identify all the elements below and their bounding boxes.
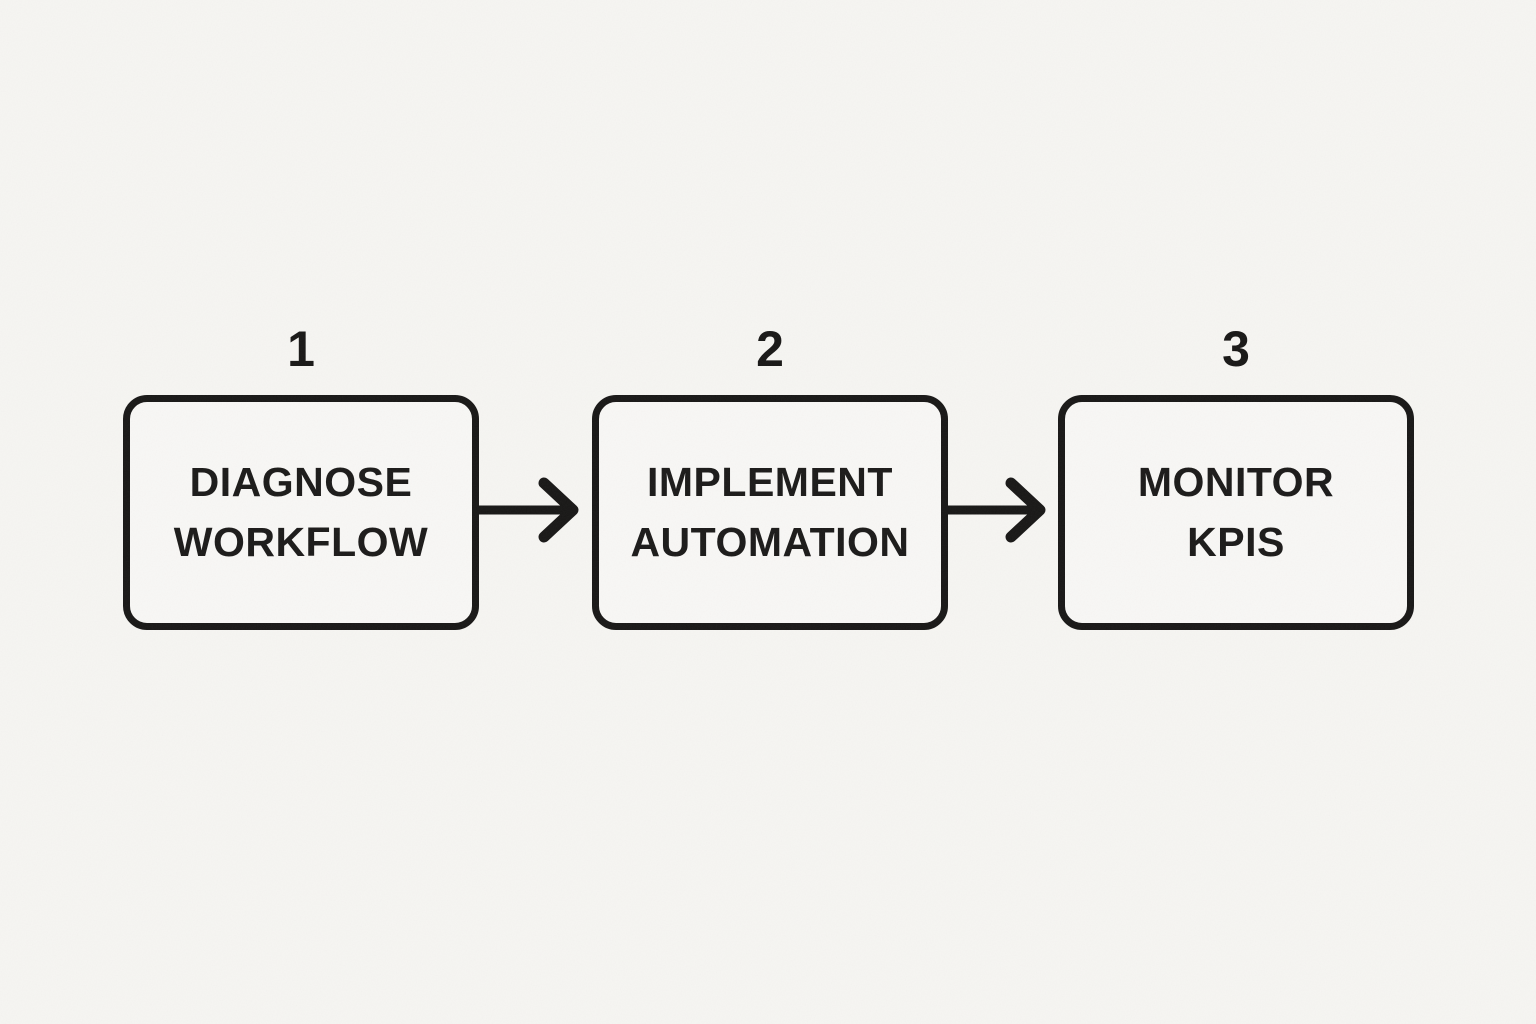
step-number-1: 1 [287, 321, 315, 377]
flow-arrow-icon [939, 468, 1063, 552]
label-line-2: AUTOMATION [630, 518, 910, 565]
flow-node-box: IMPLEMENT AUTOMATION [592, 395, 948, 630]
flow-node-box: DIAGNOSE WORKFLOW [123, 395, 479, 630]
flow-step-monitor-kpis: 3 MONITOR KPIS [1058, 320, 1414, 630]
label-line-2: WORKFLOW [173, 518, 429, 565]
step-number-3: 3 [1222, 321, 1250, 377]
label-line-1: IMPLEMENT [647, 459, 893, 506]
flow-node-label: MONITOR KPIS [1138, 453, 1334, 571]
flow-step-implement-automation: 2 IMPLEMENT AUTOMATION [592, 320, 948, 630]
flow-node-label: IMPLEMENT AUTOMATION [630, 453, 909, 571]
label-line-1: DIAGNOSE [189, 459, 413, 506]
flow-node-label: DIAGNOSE WORKFLOW [174, 453, 428, 571]
step-number-2: 2 [756, 321, 784, 377]
flow-arrow-icon [472, 468, 596, 552]
flow-node-box: MONITOR KPIS [1058, 395, 1414, 630]
flow-step-diagnose-workflow: 1 DIAGNOSE WORKFLOW [123, 320, 479, 630]
label-line-1: MONITOR [1137, 459, 1335, 506]
label-line-2: KPIS [1187, 518, 1285, 565]
